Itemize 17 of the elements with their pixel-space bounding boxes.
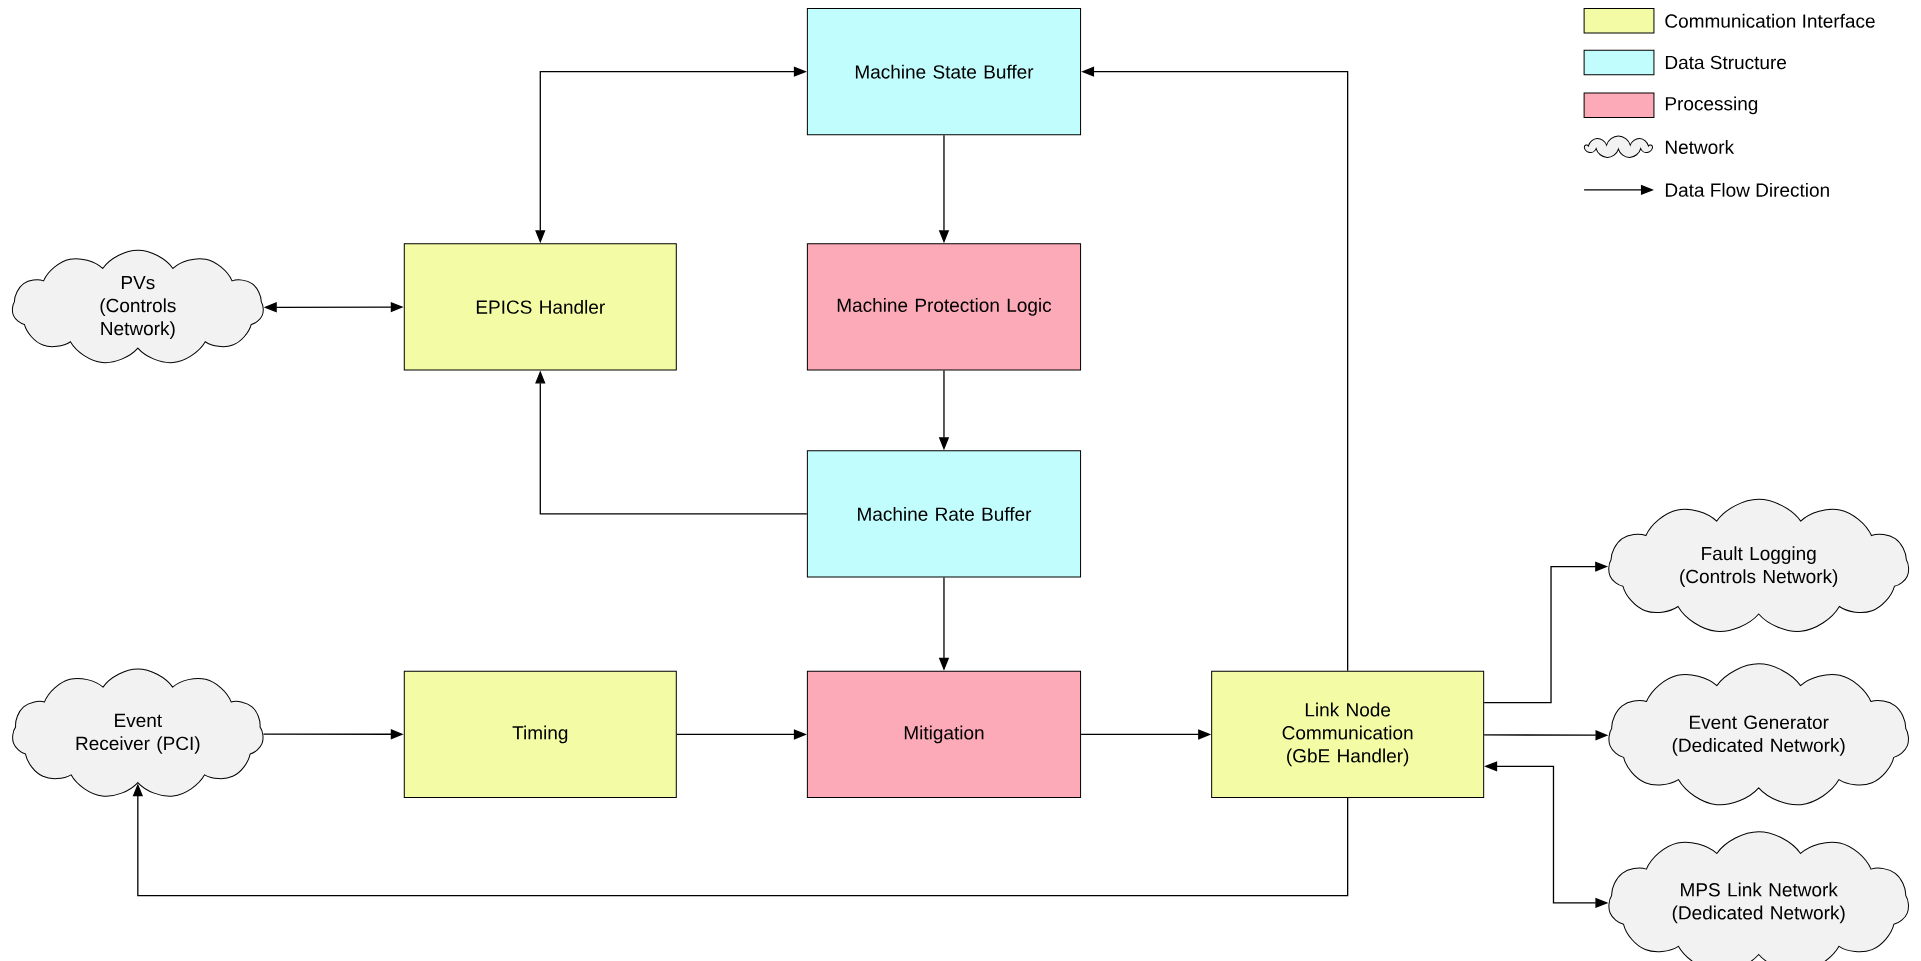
legend-label: Processing (1665, 96, 1758, 115)
network-cloud: MPS Link Network (Dedicated Network) (1608, 831, 1909, 961)
process-box: EPICS Handler (403, 243, 677, 371)
legend-label: Communication Interface (1665, 13, 1875, 28)
legend-label: Network (1665, 140, 1735, 154)
network-cloud: Event Generator (Dedicated Network) (1608, 663, 1909, 806)
network-cloud: Event Receiver (PCI) (12, 668, 264, 797)
process-box: Machine Rate Buffer (806, 450, 1082, 578)
network-cloud: Fault Logging (Controls Network) (1608, 498, 1910, 632)
legend-label: Data Flow Direction (1665, 182, 1829, 197)
legend-label: Data Structure (1665, 55, 1787, 70)
process-box: Machine State Buffer (806, 8, 1082, 136)
process-box: Machine Protection Logic (806, 243, 1082, 371)
process-box: Timing (403, 670, 677, 799)
process-box: Link Node Communication (GbE Handler) (1211, 670, 1485, 799)
network-cloud: PVs (Controls Network) (11, 249, 264, 364)
process-box: Mitigation (806, 670, 1082, 799)
